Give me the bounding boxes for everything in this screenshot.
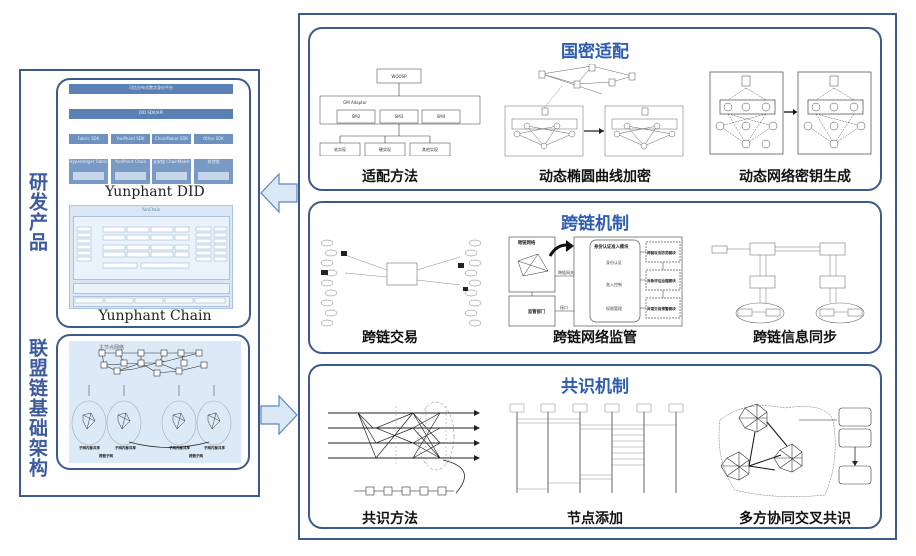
sup-label-network: 跨链网络 — [518, 239, 536, 246]
dynamic-ecc-diagram — [504, 64, 684, 157]
node-add-diagram — [509, 403, 684, 493]
chain-grid-lines — [74, 226, 228, 304]
caption-dynamic-ecc: 动态椭圆曲线加密 — [539, 169, 651, 185]
gm-label-other: 其他实现 — [422, 146, 438, 152]
chain-middle-layer — [73, 283, 230, 294]
dynamic-key-diagram — [709, 71, 872, 155]
did-chain-3-label: 其他链 — [207, 159, 220, 164]
caption-gm-method: 适配方法 — [362, 169, 418, 185]
did-chain-3-inner — [198, 172, 229, 180]
gm-label-sm2: SM2 — [352, 114, 361, 119]
sup-label-attack: 跨链攻击防范模块 — [647, 250, 676, 255]
sup-label-warning: 异常交易预警模块 — [647, 306, 676, 311]
svg-text:子网内部共享: 子网内部共享 — [169, 445, 190, 450]
svg-text:跨链子网: 跨链子网 — [99, 453, 113, 458]
did-sdk-0: Fabric SDK — [69, 134, 108, 144]
sup-label-auth: 身份认证 — [606, 259, 622, 265]
sup-label-interface: 接口 — [560, 304, 568, 310]
did-chain-3: 其他链 — [194, 159, 233, 184]
crosschain-sync-diagram — [711, 242, 865, 324]
sup-label-auth-module: 身份认证准入模块 — [594, 243, 629, 250]
consensus-method-diagram — [328, 401, 480, 496]
did-caption: Yunphant DID — [105, 184, 205, 200]
sup-label-perm: 权限管理 — [606, 305, 622, 311]
gm-label-soft: 软实现 — [334, 146, 346, 152]
svg-text:子网内部共享: 子网内部共享 — [115, 445, 136, 450]
caption-node-add: 节点添加 — [567, 511, 623, 527]
chain-caption: Yunphant Chain — [98, 308, 212, 324]
did-chain-1: YunPhant Chain — [111, 159, 150, 184]
did-chain-1-inner — [115, 172, 146, 180]
multi-party-consensus-diagram — [718, 403, 872, 497]
caption-multi-party-consensus: 多方协同交叉共识 — [739, 511, 851, 527]
panel-crosschain-title: 跨链机制 — [561, 214, 629, 234]
did-chain-0: Hyperledger Fabric — [69, 159, 108, 184]
caption-dynamic-key: 动态网络密钥生成 — [739, 169, 851, 185]
chain-header: YunChain — [141, 207, 161, 212]
gm-adapt-method-diagram: WOOSP GM Adaptor SM2 SM3 SM4 软实现 硬实现 其他实… — [319, 68, 481, 156]
crosschain-tx-diagram — [320, 239, 482, 327]
gm-label-woosp: WOOSP — [391, 74, 407, 79]
caption-crosschain-tx: 跨链交易 — [362, 330, 418, 346]
did-api-bar: DID SDK/API — [69, 109, 233, 119]
caption-crosschain-supervision: 跨链网络监管 — [553, 330, 637, 346]
panel-consensus-title: 共识机制 — [561, 377, 629, 397]
did-top-bar: 可信分布式数字身份平台 — [69, 84, 233, 94]
gm-label-hard: 硬实现 — [379, 146, 391, 152]
did-sdk-3: Other SDK — [194, 134, 233, 144]
network-title: 主节点网络 — [99, 344, 124, 351]
panel-gm-adapt-title: 国密适配 — [561, 42, 629, 62]
did-sdk-2: ChainMaker SDK — [152, 134, 191, 144]
arrow-left-icon — [260, 172, 298, 214]
gm-label-sm4: SM4 — [437, 114, 446, 119]
did-sdk-1: YunPhant SDK — [111, 134, 150, 144]
did-chain-2-inner — [156, 172, 187, 180]
gm-label-adaptor: GM Adaptor — [343, 100, 367, 105]
arrow-right-icon — [260, 394, 298, 436]
network-diagram: 主节点网络 子网内部共享 子网内部共享 子网内部共享 子网内部共享 跨链子网 跨链子网 — [69, 341, 241, 463]
label-consortium-text: 联盟链基础架构 — [26, 338, 48, 478]
caption-crosschain-sync: 跨链信息同步 — [753, 330, 837, 346]
svg-text:子网内部共享: 子网内部共享 — [79, 445, 100, 450]
gm-label-sm3: SM3 — [395, 114, 404, 119]
sup-label-regulator: 监管部门 — [528, 308, 546, 315]
sup-label-gateway: 跨链网关 — [558, 269, 574, 275]
svg-text:跨链子网: 跨链子网 — [189, 453, 203, 458]
did-chain-0-label: Hyperledger Fabric — [69, 159, 108, 164]
did-chain-2: 长安链 ChainMaker — [152, 159, 191, 184]
label-consortium: 联盟链基础架构 — [26, 338, 48, 478]
sup-label-eval: 对象评估治理模块 — [647, 278, 676, 283]
svg-text:子网内部共享: 子网内部共享 — [204, 445, 225, 450]
crosschain-supervision-diagram: 跨链网络 监管部门 身份认证准入模块 跨链攻击防范模块 对象评估治理模块 异常交… — [508, 236, 683, 327]
label-products: 研发产品 — [26, 172, 48, 252]
did-chain-0-inner — [73, 172, 104, 180]
did-chain-2-label: 长安链 ChainMaker — [153, 159, 190, 164]
sup-label-access: 准入控制 — [606, 281, 622, 287]
label-products-text: 研发产品 — [26, 172, 48, 252]
did-chain-1-label: YunPhant Chain — [114, 159, 147, 164]
caption-consensus-method: 共识方法 — [362, 511, 418, 527]
